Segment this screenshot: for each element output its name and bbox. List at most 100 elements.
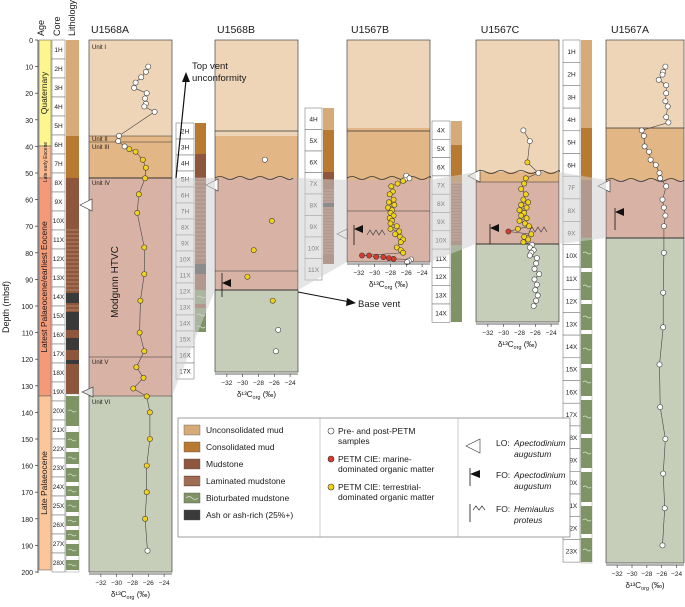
panel-u1567c <box>467 39 560 323</box>
unit-label: Unit IV <box>92 181 110 187</box>
depth-tick-label: 140 <box>21 410 33 417</box>
sample-point-terrestrial-cie <box>525 236 532 243</box>
band-mudstone <box>606 180 684 238</box>
sample-point-pre-post-petm <box>144 547 151 554</box>
sample-point-terrestrial-cie <box>139 156 146 163</box>
core-label: 19X <box>53 389 65 396</box>
modgunn-htvc-label: Modgunn HTVC <box>110 246 121 318</box>
sample-point-pre-post-petm <box>641 132 647 139</box>
d13c-curve-u1567c <box>508 130 540 307</box>
sample-point-pre-post-petm <box>142 95 148 102</box>
x-tick-label: −30 <box>626 571 637 578</box>
sample-point-terrestrial-cie <box>385 204 391 211</box>
base-vent-pointer <box>297 291 351 303</box>
core-label: 5X <box>310 138 319 145</box>
sample-point-pre-post-petm <box>531 276 538 283</box>
sample-point-terrestrial-cie <box>269 218 275 224</box>
panel-frame <box>346 39 431 263</box>
core-label: 13X <box>435 292 447 299</box>
bioturbated-bed <box>581 538 592 562</box>
bioturbated-bed <box>66 396 79 426</box>
burrow-mark <box>582 347 592 351</box>
sample-point-terrestrial-cie <box>515 226 521 232</box>
site-title-u1567a: U1567A <box>611 24 649 36</box>
x-tick-label: −26 <box>143 580 154 587</box>
core-label: 25X <box>53 503 65 510</box>
sample-point-pre-post-petm <box>530 303 537 309</box>
correlation-shade <box>298 178 347 290</box>
sample-point-terrestrial-cie <box>393 223 400 230</box>
sample-point-pre-post-petm <box>121 143 128 150</box>
fo-hemiaulus-icon <box>366 229 386 236</box>
core-label: 21X <box>53 427 65 434</box>
sample-point-pre-post-petm <box>656 170 663 176</box>
core-box <box>562 539 581 563</box>
litho-unconsolidated <box>323 108 334 130</box>
burrow-mark <box>582 485 592 489</box>
x-tick-label: −28 <box>127 580 138 587</box>
x-axis-label: δ¹³Corg (‰) <box>111 590 150 601</box>
sample-point-terrestrial-cie <box>134 210 141 216</box>
depth-tick-label: 150 <box>21 437 33 444</box>
marker-flag <box>354 225 363 233</box>
bioturbated-bed <box>66 560 79 570</box>
bioturbated-bed <box>581 334 592 364</box>
sample-point-terrestrial-cie <box>140 374 147 381</box>
sample-point-terrestrial-cie <box>516 207 523 214</box>
marker-flag <box>222 279 231 287</box>
bioturbated-bed <box>581 472 592 502</box>
sample-point-pre-post-petm <box>661 249 667 256</box>
core-label: 26X <box>53 522 65 529</box>
core-label: 3H <box>567 94 576 101</box>
panel-u1567a <box>597 39 685 564</box>
d13c-points-u1568a <box>115 63 158 554</box>
sample-point-pre-post-petm <box>145 63 152 70</box>
core-label: 4H <box>309 116 318 123</box>
age-column: Quaternary Late early Eocene Latest Pala… <box>38 39 52 571</box>
x-tick-label: −32 <box>482 330 493 337</box>
core-column-u1567a: 1H2H3H4H5H6H7F8X9X10X11X12X13X14X15X16X1… <box>562 39 581 563</box>
bioturbated-bed <box>66 486 79 496</box>
band-unconsolidated <box>89 40 172 136</box>
band-consolidated <box>347 128 430 180</box>
sample-point-pre-post-petm <box>533 297 539 304</box>
core-column-header: Core <box>52 16 62 36</box>
depth-tick-label: 110 <box>22 331 33 338</box>
sample-point-pre-post-petm <box>659 542 666 549</box>
fo-apectodinium-icon <box>469 468 480 486</box>
sample-point-pre-post-petm <box>533 260 539 267</box>
legend-lithology-label: Laminated mudstone <box>206 476 286 486</box>
sample-point-terrestrial-cie <box>391 202 398 208</box>
core-label: 6H <box>54 142 63 149</box>
core-label: 5H <box>567 140 576 147</box>
x-axis-label-unit: (‰) <box>521 340 537 349</box>
depth-tick-label: 180 <box>21 517 33 524</box>
top-vent-label-line1: Top vent <box>192 61 228 72</box>
core-label: 17X <box>566 412 578 419</box>
legend-sample-marker <box>327 455 335 463</box>
legend-lithology-label: Ash or ash-rich (25%+) <box>206 510 293 520</box>
sample-point-pre-post-petm <box>141 103 148 110</box>
depth-axis: 0102030405060708090100110120130140150160… <box>1 38 39 577</box>
burrow-mark <box>67 409 77 413</box>
site-title-u1567b: U1567B <box>351 24 389 36</box>
bioturbated-bed <box>581 238 592 268</box>
x-tick-label: −24 <box>285 380 296 387</box>
legend-swatch <box>183 458 201 470</box>
core-label: 27X <box>53 541 65 548</box>
sample-point-terrestrial-cie <box>528 231 535 238</box>
legend-sample-label: dominated organic matter <box>338 492 435 502</box>
sample-point-pre-post-petm <box>664 103 671 110</box>
bioturbated-bed <box>581 506 592 534</box>
band-consolidated <box>476 172 559 182</box>
litho-bed <box>66 293 79 303</box>
legend-frame <box>177 417 571 538</box>
core-label: 6X <box>437 164 446 171</box>
legend-lithology-label: Bioturbated mudstone <box>206 493 289 503</box>
bioturbated-bed <box>66 452 79 464</box>
top-vent-label-line2: unconformity <box>192 73 247 84</box>
litho-consolidated <box>66 136 79 178</box>
core-label: 18X <box>53 370 65 377</box>
